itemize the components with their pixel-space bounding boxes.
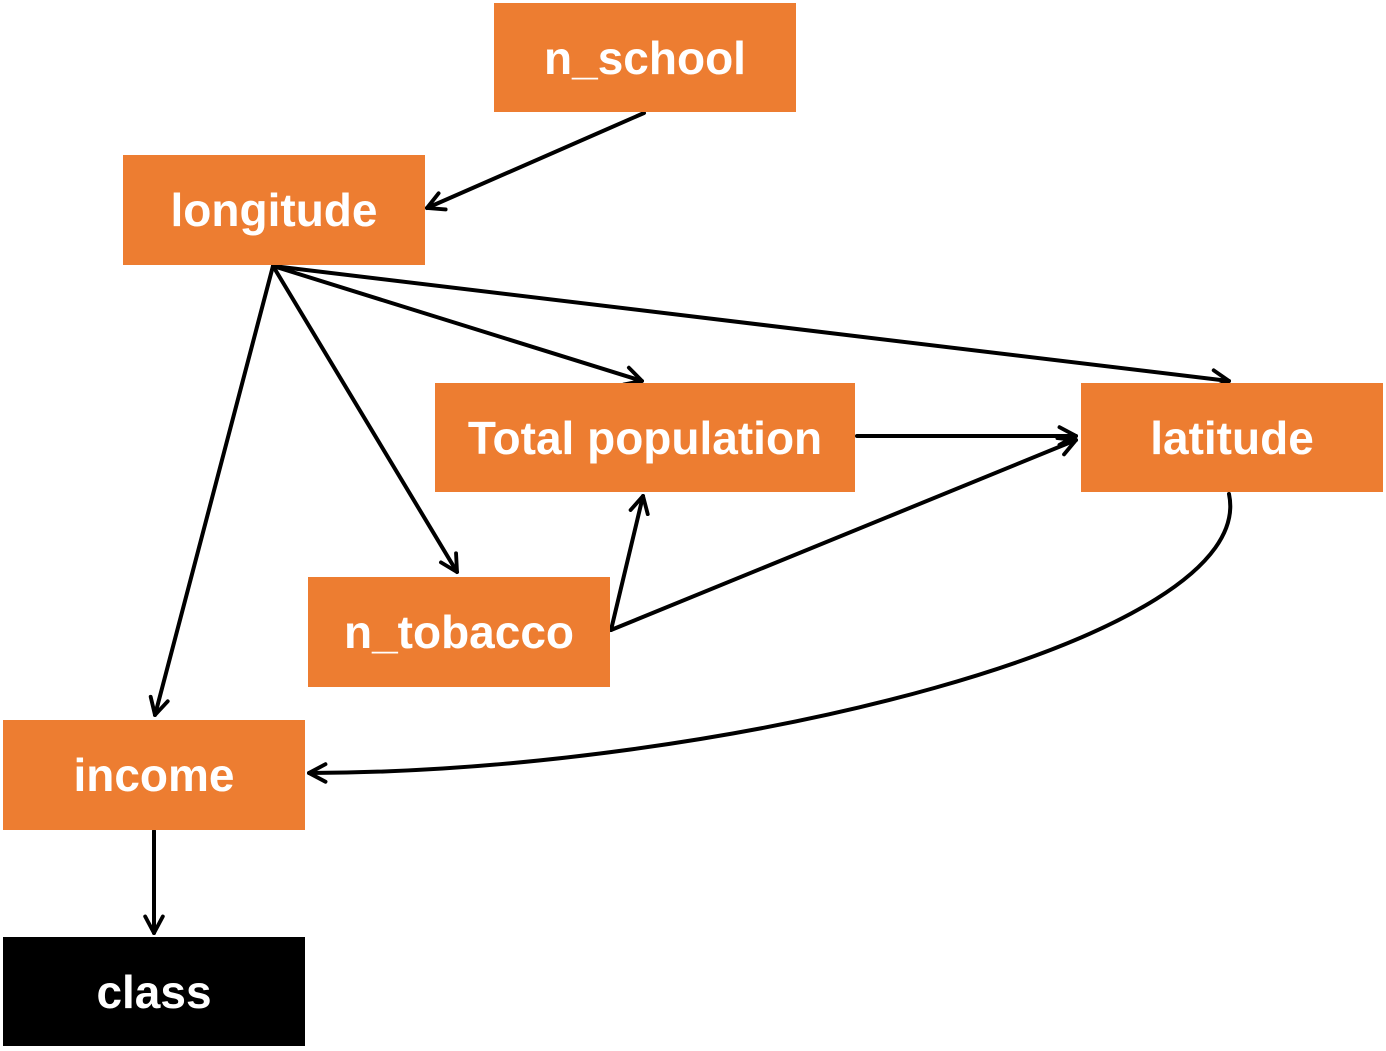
edge-latitude-to-income: [307, 492, 1233, 784]
edge-longitude-to-n-tobacco: [271, 264, 459, 574]
edge-longitude-to-income: [148, 264, 275, 717]
node-longitude: longitude: [123, 155, 425, 265]
node-n-tobacco: n_tobacco: [308, 577, 610, 687]
edge-longitude-to-latitude: [271, 264, 1231, 390]
node-n-school: n_school: [494, 3, 796, 112]
edge-n-school-to-longitude: [425, 111, 646, 212]
edge-n-tobacco-to-latitude: [609, 436, 1078, 632]
node-total-population: Total population: [435, 383, 855, 492]
node-latitude: latitude: [1081, 383, 1383, 492]
node-class: class: [3, 937, 305, 1046]
edge-n-tobacco-to-total-population: [609, 494, 650, 632]
node-income: income: [3, 720, 305, 830]
edge-longitude-to-total-population: [271, 264, 644, 387]
